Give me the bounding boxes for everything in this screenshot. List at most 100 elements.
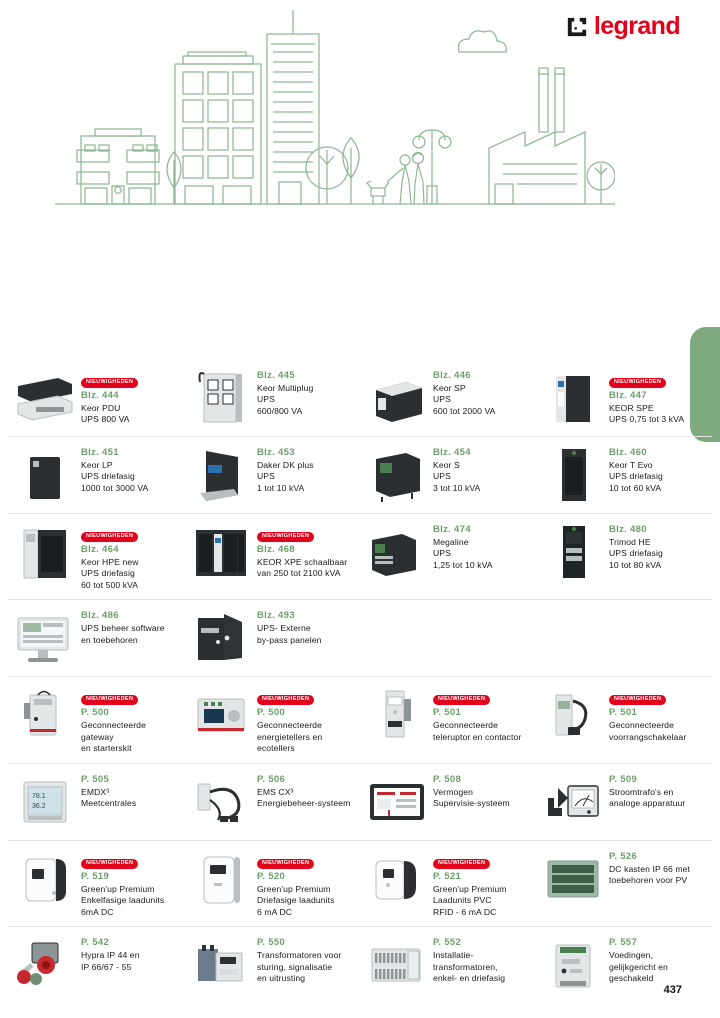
new-badge: NIEUWIGHEDEN [257, 858, 315, 869]
page-reference-link[interactable]: Blz. 493 [257, 610, 295, 622]
page-reference-link[interactable]: P. 542 [81, 937, 110, 949]
product-description: Keor PDU UPS 800 VA [81, 402, 130, 425]
product-description: Geconnecteerde teleruptor en contactor [433, 720, 522, 742]
gateway-module-icon [14, 685, 76, 745]
page-reference-link[interactable]: Blz. 447 [609, 389, 647, 401]
svg-text:78.1: 78.1 [32, 793, 46, 800]
page-reference-link[interactable]: Blz. 486 [81, 610, 119, 622]
product-description: Geconnecteerde voorrangschakelaar [609, 720, 687, 742]
page-reference-link[interactable]: P. 500 [257, 707, 286, 719]
page-reference-link[interactable]: Blz. 464 [81, 543, 119, 555]
legrand-logo: legrand [566, 12, 681, 40]
page-reference-link[interactable]: Blz. 445 [257, 370, 295, 381]
product-description: Green'up Premium Laadunits PVC RFID - 6 … [433, 883, 507, 917]
page-reference-link[interactable]: Blz. 453 [257, 447, 295, 458]
page-reference-link[interactable]: P. 552 [433, 937, 462, 949]
page-reference-link[interactable]: P. 520 [257, 870, 286, 882]
page-reference-link[interactable]: P. 506 [257, 773, 286, 785]
pdu-rack-unit-icon [14, 368, 76, 428]
priority-switch-module-icon [542, 685, 604, 745]
page-reference-link[interactable]: Blz. 444 [81, 389, 119, 401]
teleruptor-module-icon [366, 685, 428, 745]
page-reference-link[interactable]: Blz. 474 [433, 524, 471, 535]
page-reference-link[interactable]: P. 500 [81, 707, 110, 719]
page-reference-link[interactable]: Blz. 460 [609, 447, 647, 458]
new-badge: NIEUWIGHEDEN [433, 858, 491, 869]
page-reference-link[interactable]: Blz. 468 [257, 543, 295, 555]
page-reference-link[interactable]: Blz. 454 [433, 447, 471, 458]
page-reference-link[interactable]: P. 550 [257, 937, 286, 949]
page-reference-link[interactable]: Blz. 480 [609, 524, 647, 535]
supervision-tablet-icon [366, 772, 428, 832]
section-side-tab [690, 327, 720, 442]
page-reference-link[interactable]: P. 519 [81, 870, 110, 882]
product-description: Installatie- transformatoren, enkel- en … [433, 950, 506, 984]
product-description: Transformatoren voor sturing, signalisat… [257, 950, 342, 984]
page-reference-link[interactable]: P. 557 [609, 937, 638, 949]
page-reference-link[interactable]: Blz. 451 [81, 447, 119, 458]
page-reference-link[interactable]: P. 501 [609, 707, 638, 719]
page-reference-link[interactable]: P. 505 [81, 773, 110, 785]
product-description: Hypra IP 44 en IP 66/67 - 55 [81, 950, 140, 972]
new-badge: NIEUWIGHEDEN [257, 531, 315, 542]
page-reference-link[interactable]: P. 521 [433, 870, 462, 882]
product-description: UPS- Externe by-pass panelen [257, 623, 322, 645]
page-reference-link[interactable]: P. 509 [609, 773, 638, 785]
legrand-logo-text: legrand [593, 12, 681, 40]
page-reference-link[interactable]: P. 508 [433, 773, 462, 785]
page-reference-link[interactable]: P. 501 [433, 707, 462, 719]
page-reference-link[interactable]: Blz. 446 [433, 370, 471, 381]
page-reference-link[interactable]: P. 526 [609, 850, 638, 862]
